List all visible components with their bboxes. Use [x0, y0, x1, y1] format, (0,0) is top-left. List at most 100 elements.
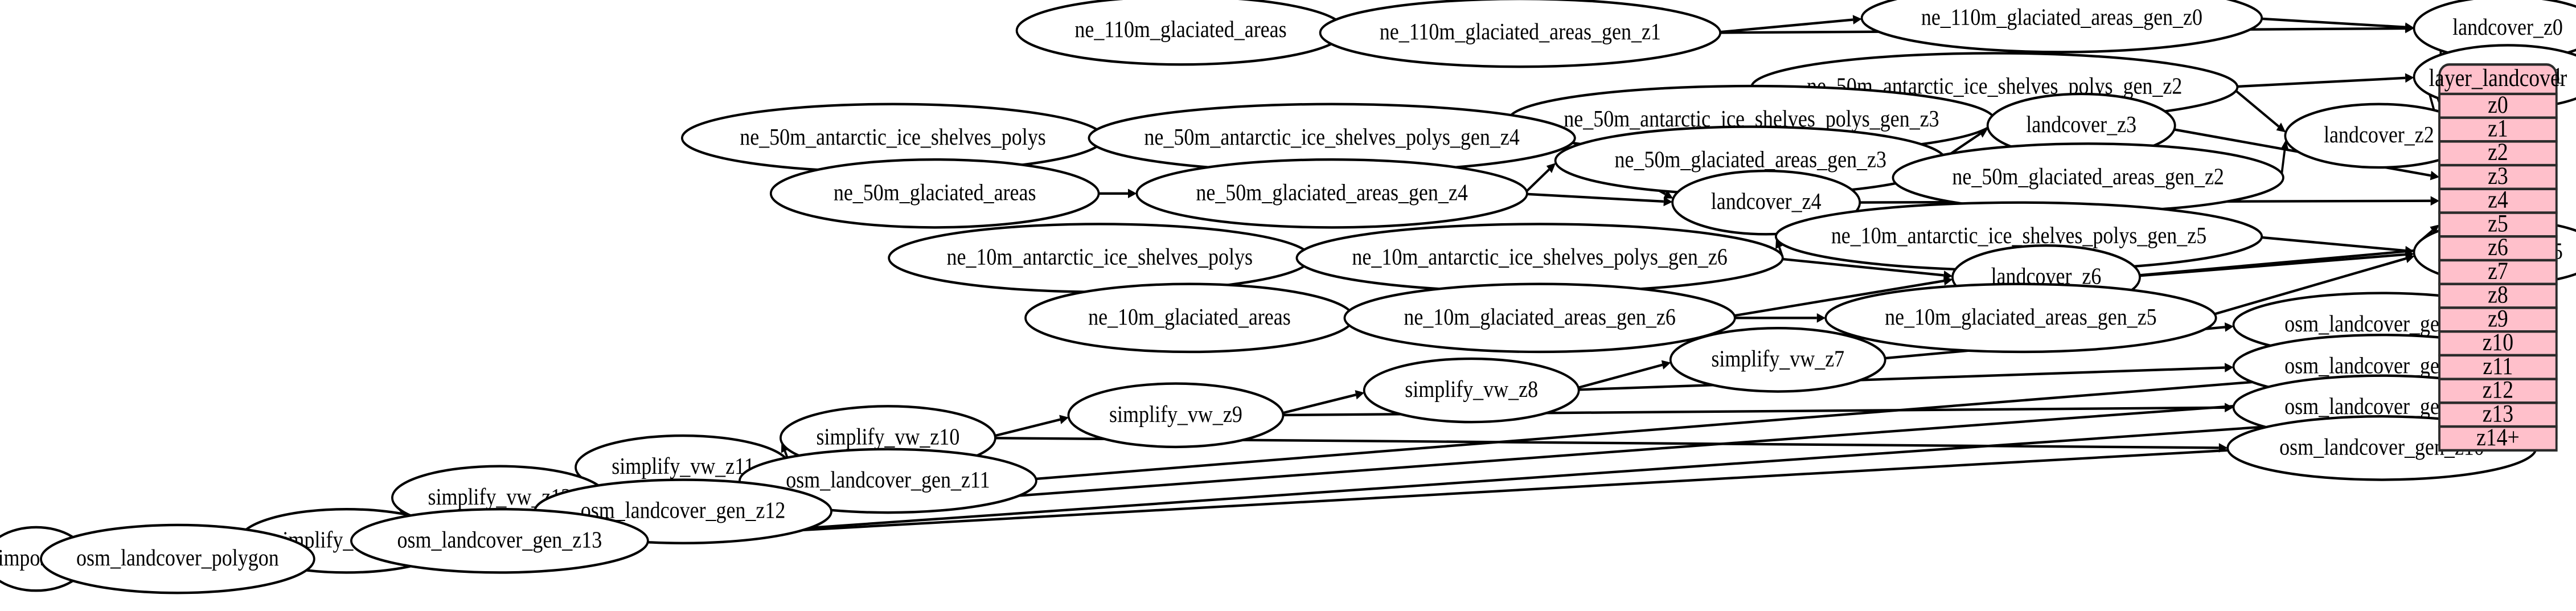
node-label: osm_landcover_polygon [76, 545, 279, 571]
node-osm_landcover_polygon[interactable]: osm_landcover_polygon [40, 523, 315, 594]
edge-n23-to-n17 [2214, 257, 2407, 315]
edge-arrowhead [1943, 276, 1953, 286]
table-row-z6[interactable] [2438, 235, 2558, 262]
node-ne_110m_glaciated_areas_gen_z1[interactable]: ne_110m_glaciated_areas_gen_z1 [1319, 0, 1721, 68]
node-simplify_vw_z9[interactable]: simplify_vw_z9 [1067, 382, 1285, 449]
table-row-z14plus[interactable] [2438, 425, 2558, 452]
edge-arrowhead [1663, 190, 1673, 199]
node-label: ne_50m_antarctic_ice_shelves_polys_gen_z… [1144, 124, 1519, 150]
node-ellipse [1343, 282, 1736, 354]
node-ne_110m_glaciated_areas[interactable]: ne_110m_glaciated_areas [1015, 0, 1346, 66]
node-ne_50m_glaciated_areas_gen_z2[interactable]: ne_50m_glaciated_areas_gen_z2 [1892, 142, 2284, 213]
node-label: ne_10m_glaciated_areas_gen_z6 [1404, 304, 1676, 330]
node-ne_10m_antarctic_ice_shelves_polys_gen_z6[interactable]: ne_10m_antarctic_ice_shelves_polys_gen_z… [1295, 223, 1784, 293]
table-row-z5[interactable] [2438, 211, 2558, 238]
edge-arrowhead [1127, 188, 1137, 199]
table-cell-label-z11: z11 [2483, 352, 2513, 379]
node-ne_110m_glaciated_areas_gen_z0[interactable]: ne_110m_glaciated_areas_gen_z0 [1860, 0, 2263, 54]
node-label: ne_10m_glaciated_areas_gen_z5 [1885, 304, 2157, 330]
node-ellipse [769, 158, 1100, 229]
node-label: landcover_z2 [2324, 122, 2434, 148]
table-cell-label-z0: z0 [2488, 91, 2508, 118]
table-layer: layer_landcoverz0z1z2z3z4z5z6z7z8z9z10z1… [2429, 63, 2567, 452]
node-label: ne_50m_glaciated_areas_gen_z3 [1615, 146, 1887, 173]
edge-n30-to-n29 [995, 418, 1061, 437]
edge-n12-to-n8 [2280, 149, 2286, 174]
node-ne_10m_glaciated_areas_gen_z6[interactable]: ne_10m_glaciated_areas_gen_z6 [1343, 282, 1736, 354]
edge-n33-to-table_z11 [1036, 366, 2431, 481]
edge-arrowhead [2224, 322, 2234, 332]
edge-n14-to-n15 [1527, 192, 1664, 203]
edge-n27-to-n26 [1578, 366, 2225, 391]
edge-n1-to-n2 [1720, 18, 1853, 34]
table-cell-label-z1: z1 [2488, 114, 2508, 142]
node-osm_landcover_gen_z13[interactable]: osm_landcover_gen_z13 [350, 507, 649, 574]
node-ne_50m_glaciated_areas_gen_z3[interactable]: ne_50m_glaciated_areas_gen_z3 [1554, 125, 1947, 196]
edge-n19-to-n20 [1782, 257, 1944, 277]
node-label: simplify_vw_z11 [612, 453, 754, 479]
node-ne_50m_glaciated_areas_gen_z4[interactable]: ne_50m_glaciated_areas_gen_z4 [1135, 158, 1528, 229]
table-cell-label-z8: z8 [2488, 281, 2508, 308]
table-row-z13[interactable] [2438, 401, 2558, 428]
table-cell-label-z13: z13 [2483, 400, 2513, 427]
node-ne_10m_glaciated_areas_gen_z5[interactable]: ne_10m_glaciated_areas_gen_z5 [1824, 282, 2217, 354]
table-cell-label-z14plus: z14+ [2476, 423, 2520, 450]
node-label: landcover_z3 [2026, 112, 2136, 138]
node-label: ne_50m_glaciated_areas_gen_z4 [1196, 179, 1468, 206]
node-ellipse [1319, 0, 1721, 68]
table-row-z0[interactable] [2438, 92, 2558, 119]
edge-n14-to-n11 [1525, 168, 1550, 192]
node-ne_10m_glaciated_areas[interactable]: ne_10m_glaciated_areas [1024, 282, 1355, 354]
node-label: ne_110m_glaciated_areas [1074, 17, 1286, 43]
edge-arrowhead [1661, 360, 1671, 370]
table-row-z3[interactable] [2438, 163, 2558, 191]
node-label: simplify_vw_z10 [816, 424, 959, 450]
edge-n27-to-n25 [1578, 363, 1663, 389]
table-row-z12[interactable] [2438, 378, 2558, 404]
edge-n35-to-table_z12 [831, 390, 2431, 511]
node-ellipse [1363, 357, 1580, 424]
node-simplify_vw_z8[interactable]: simplify_vw_z8 [1363, 357, 1580, 424]
node-ellipse [1669, 327, 1886, 393]
node-label: landcover_z4 [1711, 188, 1822, 215]
edge-arrowhead [1816, 313, 1826, 323]
node-ellipse [1860, 0, 2263, 54]
node-ne_10m_antarctic_ice_shelves_polys[interactable]: ne_10m_antarctic_ice_shelves_polys [888, 223, 1312, 293]
table-row-z11[interactable] [2438, 354, 2558, 380]
node-ne_50m_antarctic_ice_shelves_polys[interactable]: ne_50m_antarctic_ice_shelves_polys [680, 102, 1105, 174]
node-label: ne_10m_glaciated_areas [1088, 304, 1291, 330]
node-label: ne_110m_glaciated_areas_gen_z1 [1380, 19, 1661, 45]
node-label: osm_landcover_gen_z12 [581, 497, 786, 523]
table-cell-label-z3: z3 [2488, 162, 2508, 189]
table-cell-label-z10: z10 [2483, 329, 2513, 356]
table-cell-label-z5: z5 [2488, 210, 2508, 237]
node-ne_10m_antarctic_ice_shelves_polys_gen_z5[interactable]: ne_10m_antarctic_ice_shelves_polys_gen_z… [1774, 201, 2263, 272]
table-row-z7[interactable] [2438, 259, 2558, 285]
edge-arrowhead [2276, 122, 2286, 133]
node-label: osm_landcover_gen_z11 [786, 467, 990, 493]
table-row-z2[interactable] [2438, 140, 2558, 167]
node-label: ne_110m_glaciated_areas_gen_z0 [1921, 4, 2202, 30]
table-cell-label-z2: z2 [2488, 138, 2508, 166]
edge-arrowhead [2405, 253, 2415, 263]
node-label: ne_50m_glaciated_areas_gen_z2 [1952, 163, 2224, 190]
table-cell-label-z4: z4 [2488, 186, 2508, 213]
node-ellipse [1067, 382, 1285, 449]
edge-n16-to-n17 [2261, 236, 2406, 252]
node-ellipse [350, 507, 649, 574]
node-landcover_z3[interactable]: landcover_z3 [1986, 92, 2176, 159]
table-row-z1[interactable] [2438, 116, 2558, 143]
edge-arrowhead [1546, 163, 1556, 174]
node-label: simplify_vw_z7 [1711, 346, 1844, 372]
node-ellipse [40, 523, 315, 594]
node-ellipse [1824, 282, 2217, 354]
node-simplify_vw_z7[interactable]: simplify_vw_z7 [1669, 327, 1886, 393]
node-ne_50m_glaciated_areas[interactable]: ne_50m_glaciated_areas [769, 158, 1100, 229]
edge-n37-to-table_z13 [647, 414, 2431, 540]
node-layer: ne_110m_glaciated_areas ne_110m_glaciated… [0, 0, 2576, 594]
node-ellipse [1135, 158, 1528, 229]
edge-n5-to-n4 [2237, 76, 2406, 88]
edge-arrowhead [2405, 73, 2414, 83]
node-landcover_z2[interactable]: landcover_z2 [2284, 102, 2474, 169]
